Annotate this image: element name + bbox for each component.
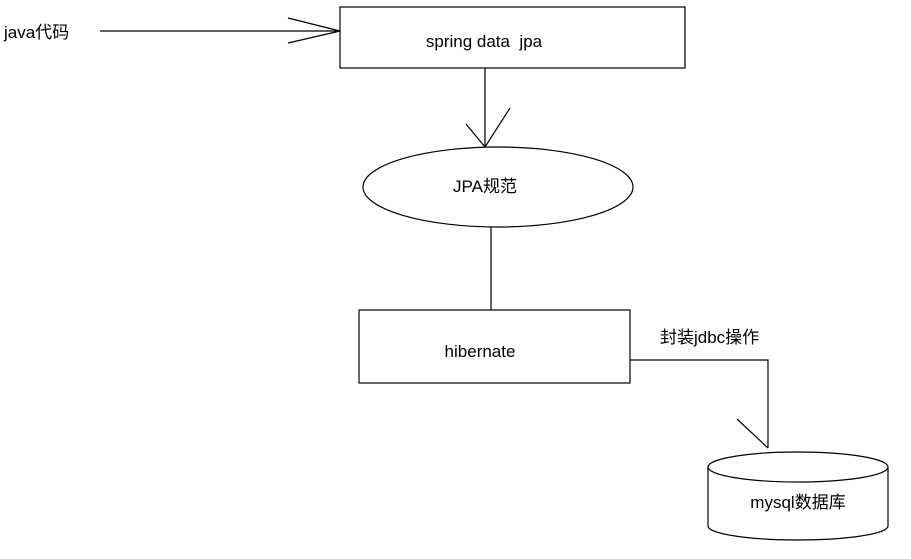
arrow-spring-to-jpa bbox=[465, 68, 511, 148]
jpa-spec-ellipse bbox=[362, 146, 634, 228]
arrow-java-to-spring bbox=[100, 17, 341, 44]
database-cylinder-top bbox=[707, 451, 889, 483]
database-label: mysql数据库 bbox=[750, 493, 845, 512]
jpa-spec-label: JPA规范 bbox=[453, 177, 517, 196]
spring-data-jpa-box bbox=[339, 6, 686, 69]
java-code-label: java代码 bbox=[3, 23, 69, 42]
spring-data-jpa-node: spring data jpa bbox=[339, 6, 686, 69]
connector-hibernate-to-db bbox=[630, 359, 769, 449]
database-cylinder-body bbox=[707, 467, 889, 541]
hibernate-label: hibernate bbox=[445, 342, 516, 361]
jdbc-wrapper-label: 封装jdbc操作 bbox=[660, 328, 759, 347]
spring-data-jpa-label: spring data jpa bbox=[426, 32, 543, 51]
jpa-spec-node: JPA规范 bbox=[362, 146, 634, 228]
mysql-database-node: mysql数据库 bbox=[707, 451, 889, 541]
hibernate-box bbox=[358, 309, 631, 384]
hibernate-node: hibernate bbox=[358, 309, 631, 384]
